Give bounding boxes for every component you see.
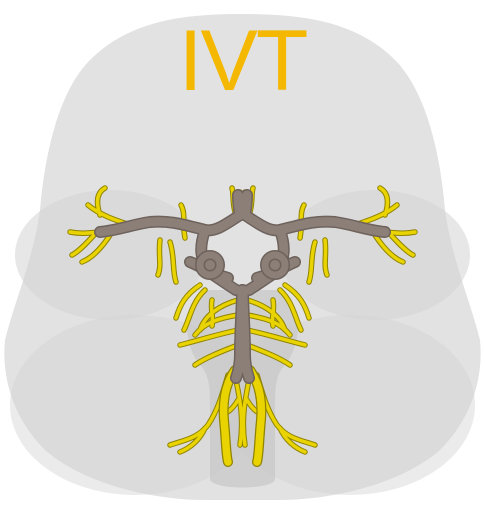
right-temporal-lobe — [280, 190, 470, 320]
diagram-title: IVT — [0, 18, 485, 104]
left-temporal-lobe — [15, 190, 205, 320]
